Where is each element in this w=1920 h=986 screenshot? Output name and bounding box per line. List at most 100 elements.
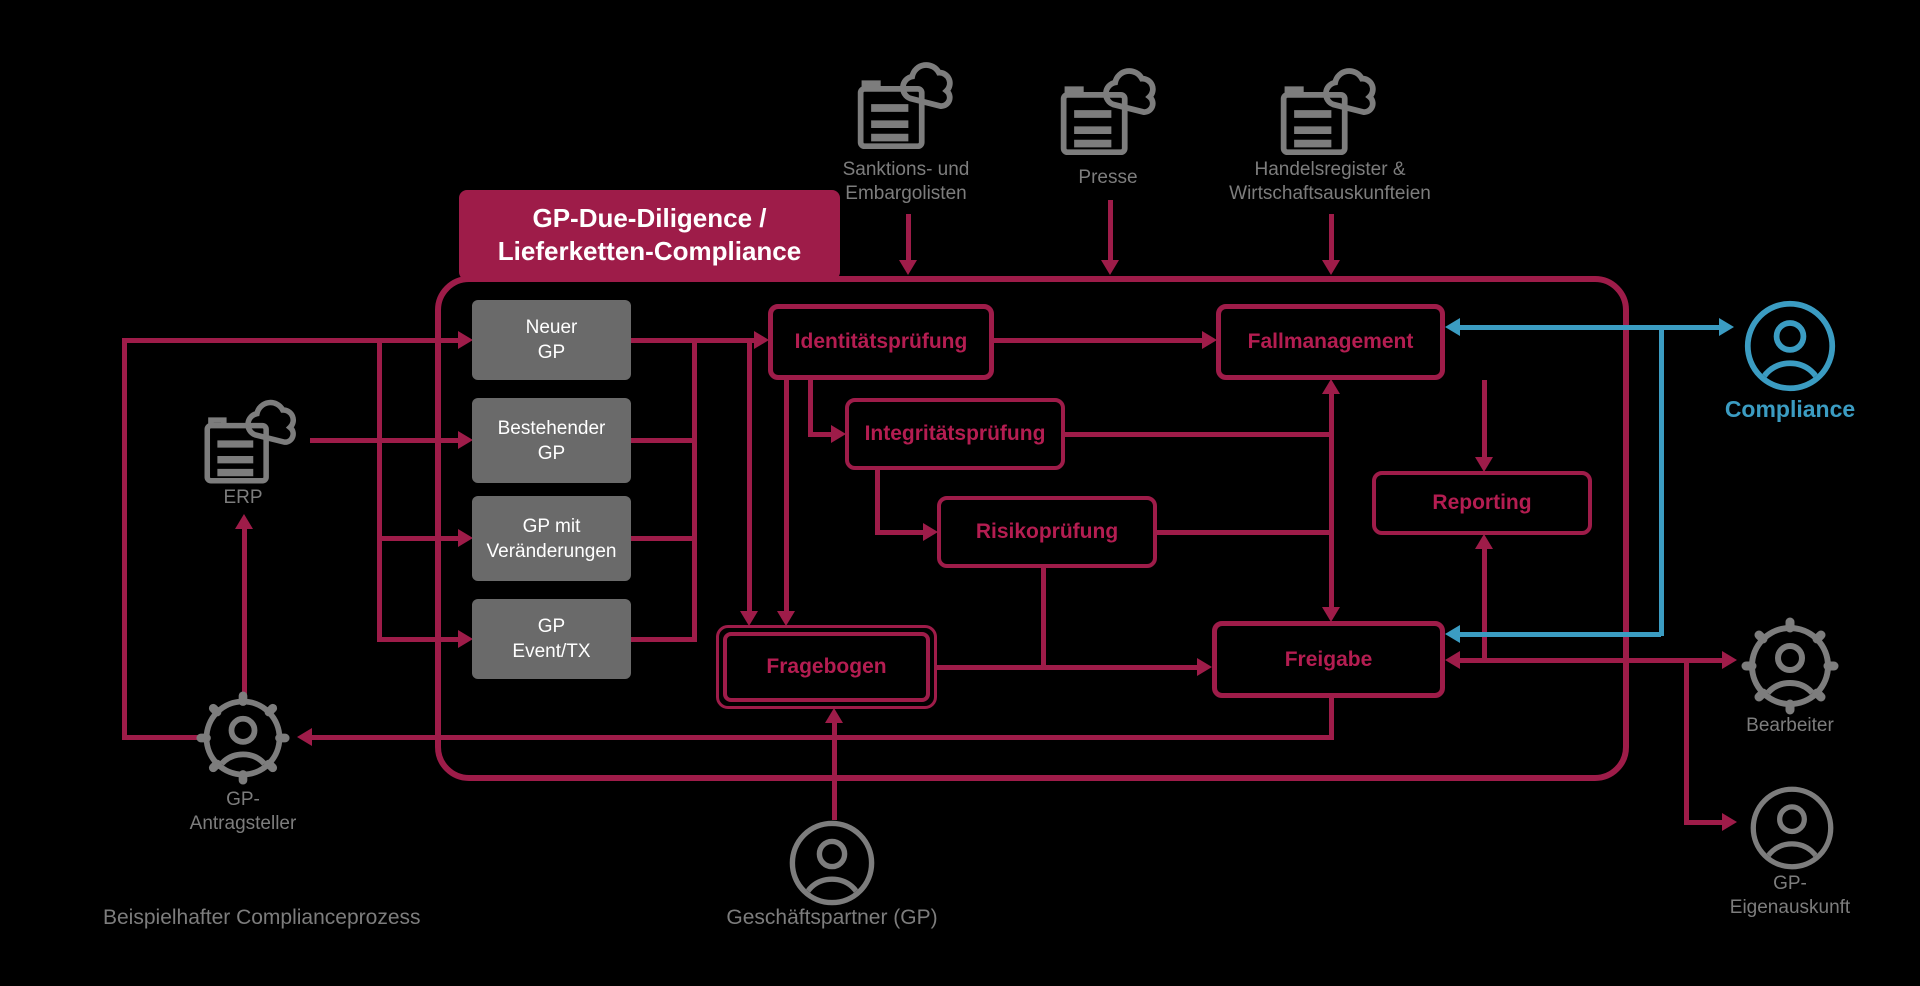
erp-label: ERP bbox=[198, 486, 288, 510]
arrowhead bbox=[1722, 651, 1737, 669]
arrowhead bbox=[1322, 379, 1340, 394]
connector-line bbox=[1041, 568, 1046, 668]
arrowhead bbox=[458, 431, 473, 449]
source-label-line: Presse bbox=[1078, 167, 1138, 188]
diagram-caption: Beispielhafter Complianceprozess bbox=[103, 906, 421, 929]
title-line2: Lieferketten-Compliance bbox=[497, 236, 802, 266]
arrowhead bbox=[923, 523, 938, 541]
box-fragebogen: Fragebogen bbox=[716, 625, 937, 709]
connector-line bbox=[122, 338, 127, 740]
arrowhead bbox=[740, 611, 758, 626]
connector-line-blue bbox=[1460, 632, 1661, 637]
connector-line bbox=[1108, 200, 1113, 262]
actor-label-line: Compliance bbox=[1724, 396, 1856, 422]
compliance-label: Compliance bbox=[1700, 396, 1880, 423]
box-label: Reporting bbox=[1432, 491, 1532, 514]
actor-label-line: Bearbeiter bbox=[1746, 715, 1834, 736]
bearbeiter-gear-person-icon bbox=[1740, 616, 1840, 716]
arrowhead bbox=[1202, 331, 1217, 349]
arrowhead bbox=[297, 728, 312, 746]
trigger-gp-event-tx: GP Event/TX bbox=[472, 599, 631, 679]
connector-line bbox=[875, 470, 880, 533]
box-risikopruefung: Risikoprüfung bbox=[937, 496, 1157, 568]
trigger-label: Neuer bbox=[525, 317, 578, 338]
connector-line bbox=[747, 338, 752, 612]
connector-line bbox=[808, 380, 813, 435]
connector-line bbox=[1065, 432, 1329, 437]
trigger-label: Bestehender bbox=[497, 417, 606, 439]
connector-line bbox=[631, 637, 695, 642]
connector-line bbox=[377, 637, 460, 642]
connector-line bbox=[377, 536, 460, 541]
arrowhead bbox=[831, 425, 846, 443]
connector-line bbox=[122, 735, 200, 740]
connector-line-blue bbox=[1659, 325, 1664, 636]
box-label: Identitätsprüfung bbox=[794, 330, 968, 353]
box-integritaetspruefung: Integritätsprüfung bbox=[845, 398, 1065, 470]
register-doc-cloud-icon bbox=[1276, 66, 1381, 162]
connector-line bbox=[1482, 380, 1487, 459]
arrowhead bbox=[1475, 534, 1493, 549]
source-label-line: Wirtschaftsauskunfteien bbox=[1229, 183, 1431, 204]
arrowhead-blue bbox=[1445, 625, 1460, 643]
source-label-line: Sanktions- und bbox=[842, 159, 970, 180]
box-label: Integritätsprüfung bbox=[864, 422, 1046, 445]
box-label: Risikoprüfung bbox=[975, 520, 1119, 543]
connector-line bbox=[1460, 658, 1725, 663]
connector-line bbox=[875, 530, 924, 535]
connector-line bbox=[631, 536, 695, 541]
box-freigabe: Freigabe bbox=[1212, 621, 1445, 698]
gp-eigenauskunft-person-icon bbox=[1748, 784, 1836, 872]
arrowhead bbox=[1322, 260, 1340, 275]
geschaeftspartner-person-icon bbox=[787, 818, 877, 908]
connector-line bbox=[832, 722, 837, 820]
arrowhead bbox=[1322, 607, 1340, 622]
connector-line bbox=[122, 338, 460, 343]
connector-line bbox=[242, 528, 247, 694]
arrowhead bbox=[458, 630, 473, 648]
erp-label-text: ERP bbox=[223, 487, 263, 508]
arrowhead bbox=[458, 331, 473, 349]
process-frame bbox=[435, 276, 1629, 781]
gp-antragsteller-label: GP- Antragsteller bbox=[140, 788, 346, 836]
box-identitaetspruefung: Identitätsprüfung bbox=[768, 304, 994, 380]
actor-label-line: GP- bbox=[226, 789, 260, 810]
source-sanktionslisten-label: Sanktions- und Embargolisten bbox=[796, 158, 1016, 206]
connector-line bbox=[692, 338, 697, 642]
connector-line bbox=[1684, 658, 1689, 822]
connector-line bbox=[631, 338, 756, 343]
box-label: Freigabe bbox=[1284, 647, 1373, 671]
actor-label-line: Geschäftspartner (GP) bbox=[726, 906, 938, 929]
geschaeftspartner-label: Geschäftspartner (GP) bbox=[700, 906, 964, 930]
connector-line-blue bbox=[1460, 325, 1722, 330]
connector-line bbox=[631, 438, 695, 443]
trigger-label: GP bbox=[537, 342, 566, 363]
arrowhead bbox=[1445, 651, 1460, 669]
arrowhead bbox=[1101, 260, 1119, 275]
connector-line bbox=[377, 338, 382, 642]
sanctions-list-doc-cloud-icon bbox=[853, 60, 958, 156]
arrowhead-blue bbox=[1719, 318, 1734, 336]
connector-line bbox=[784, 380, 789, 612]
erp-doc-cloud-icon bbox=[198, 398, 303, 490]
connector-line bbox=[1329, 698, 1334, 740]
press-doc-cloud-icon bbox=[1056, 66, 1161, 162]
connector-line bbox=[312, 735, 1334, 740]
box-fallmanagement: Fallmanagement bbox=[1216, 304, 1445, 380]
trigger-label: Veränderungen bbox=[486, 540, 617, 562]
connector-line bbox=[1684, 820, 1724, 825]
connector-line bbox=[1157, 530, 1329, 535]
box-reporting: Reporting bbox=[1372, 471, 1592, 535]
connector-line bbox=[994, 338, 1204, 343]
connector-line bbox=[310, 438, 460, 443]
box-label: Fallmanagement bbox=[1247, 330, 1414, 353]
title-line1: GP-Due-Diligence / bbox=[532, 203, 767, 233]
arrowhead bbox=[754, 331, 769, 349]
box-fragebogen-inner: Fragebogen bbox=[723, 632, 930, 702]
trigger-bestehender-gp: Bestehender GP bbox=[472, 398, 631, 483]
arrowhead bbox=[1475, 457, 1493, 472]
connector-line bbox=[906, 214, 911, 262]
trigger-label: Event/TX bbox=[512, 641, 591, 662]
trigger-gp-veraenderungen: GP mit Veränderungen bbox=[472, 496, 631, 581]
